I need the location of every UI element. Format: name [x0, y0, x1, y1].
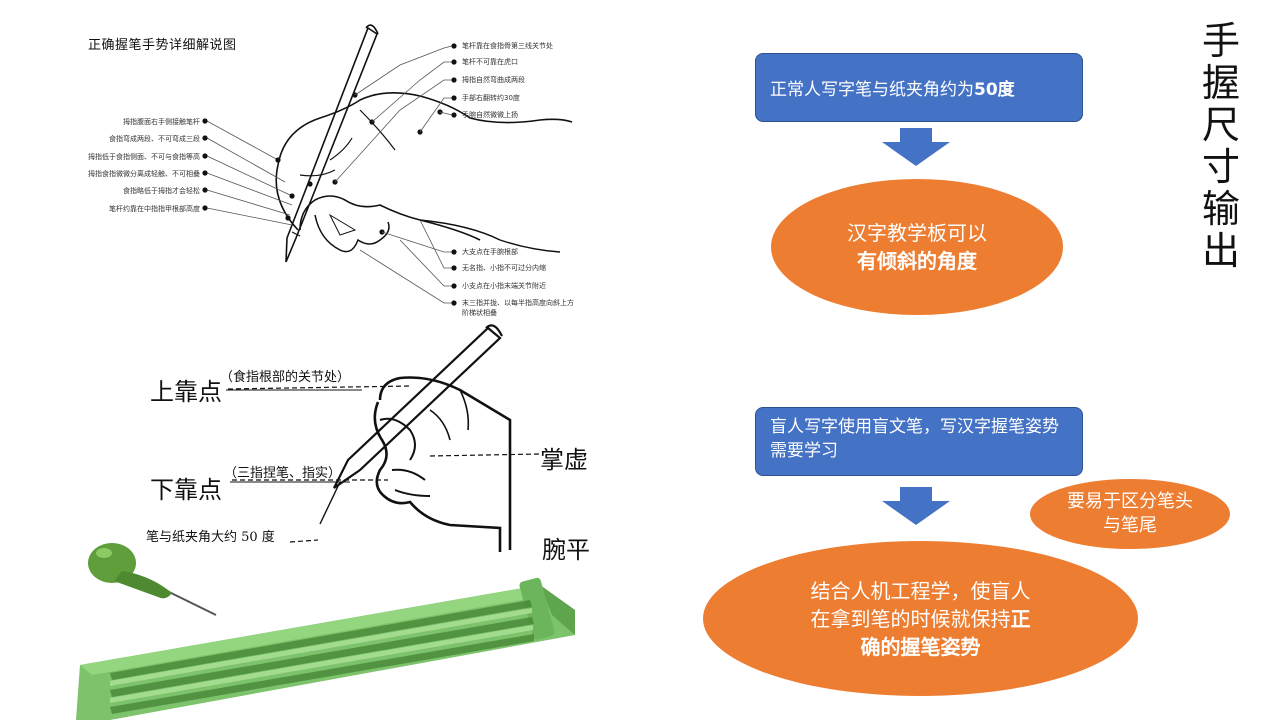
grip-note-left: 拇指腹面右手侧接触笔杆	[123, 118, 200, 126]
grip-note-right: 手部右翻转约30度	[462, 94, 520, 102]
hand-with-pen-sketch	[202, 24, 573, 306]
grip-note-left: 拇指食指微微分离成轻触、不可相叠	[88, 170, 200, 178]
hand-writing-sketch	[226, 324, 541, 552]
grip-note-right: 无名指、小指不可过分内缩	[462, 264, 546, 272]
grip-note-left: 食指略低于拇指才会轻松	[123, 187, 200, 195]
flow-oval-ergonomics-line2-bold: 正	[1010, 606, 1031, 631]
flow-oval-tilted-board: 汉字教学板可以 有倾斜的角度	[771, 179, 1063, 315]
flow-box-blind-writing: 盲人写字使用盲文笔，写汉字握笔姿势需要学习	[755, 407, 1083, 476]
braille-stylus	[88, 543, 217, 616]
flow-oval-ergonomics: 结合人机工程学，使盲人 在拿到笔的时候就保持正 确的握笔姿势	[703, 541, 1138, 696]
grip-note-right: 笔杆不可靠在虎口	[462, 58, 518, 66]
title-char: 尺	[1201, 103, 1240, 147]
flow-box-normal-angle-value: 50度	[974, 80, 1015, 100]
wrist-label: 腕平	[542, 536, 590, 564]
grip-note-right: 笔杆靠在食指骨第三线关节处	[462, 42, 553, 50]
flow-oval-tilted-board-line2: 有倾斜的角度	[857, 249, 977, 273]
palm-label: 掌虚	[540, 446, 588, 474]
down-arrow-icon	[882, 128, 950, 166]
grip-note-right: 小支点在小指末端关节附近	[462, 282, 546, 290]
flow-oval-tilted-board-line1: 汉字教学板可以	[847, 221, 987, 245]
title-char: 手	[1201, 19, 1240, 63]
down-arrow-icon	[882, 487, 950, 525]
angle-note: 笔与纸夹角大约 50 度	[146, 530, 275, 545]
flow-box-blind-writing-text: 盲人写字使用盲文笔，写汉字握笔姿势需要学习	[770, 417, 1059, 461]
grip-note-right: 手腕自然微微上扬	[462, 111, 518, 119]
grip-note-right: 拇指自然弯曲成两段	[462, 76, 525, 84]
flow-box-normal-angle-text: 正常人写字笔与纸夹角约为	[770, 80, 974, 100]
grip-note-left: 笔杆约靠在中指指甲根部高度	[109, 205, 200, 213]
title-char: 握	[1201, 61, 1240, 105]
title-char: 寸	[1201, 145, 1240, 189]
grip-note-right: 大支点在手腕根部	[462, 248, 518, 256]
grip-figure-title: 正确握笔手势详细解说图	[88, 38, 237, 53]
grip-note-right: 末三指并拢、以每半指高度向斜上方阶梯状相叠	[462, 299, 574, 317]
upper-point-label: 上靠点	[150, 378, 222, 406]
flow-oval-distinguish-ends-text: 要易于区分笔头与笔尾	[1067, 491, 1193, 536]
flow-oval-ergonomics-line1: 结合人机工程学，使盲人	[810, 578, 1031, 603]
flow-oval-distinguish-ends: 要易于区分笔头与笔尾	[1030, 479, 1230, 549]
braille-slate	[76, 543, 575, 720]
flow-oval-ergonomics-line2: 在拿到笔的时候就保持	[810, 606, 1011, 631]
slide-vertical-title: 手 握 尺 寸 输 出	[1198, 20, 1244, 272]
flow-oval-ergonomics-line3: 确的握笔姿势	[860, 634, 981, 659]
lower-point-note: （三指捏笔、指实）	[224, 466, 342, 481]
title-char: 输	[1201, 187, 1240, 231]
upper-point-note: （食指根部的关节处）	[220, 370, 351, 385]
grip-note-left: 拇指低于食指侧面、不可与食指等高	[88, 153, 200, 161]
lower-point-label: 下靠点	[150, 476, 222, 504]
grip-note-left: 食指弯成两段、不可弯成三段	[109, 135, 200, 143]
title-char: 出	[1201, 229, 1240, 273]
